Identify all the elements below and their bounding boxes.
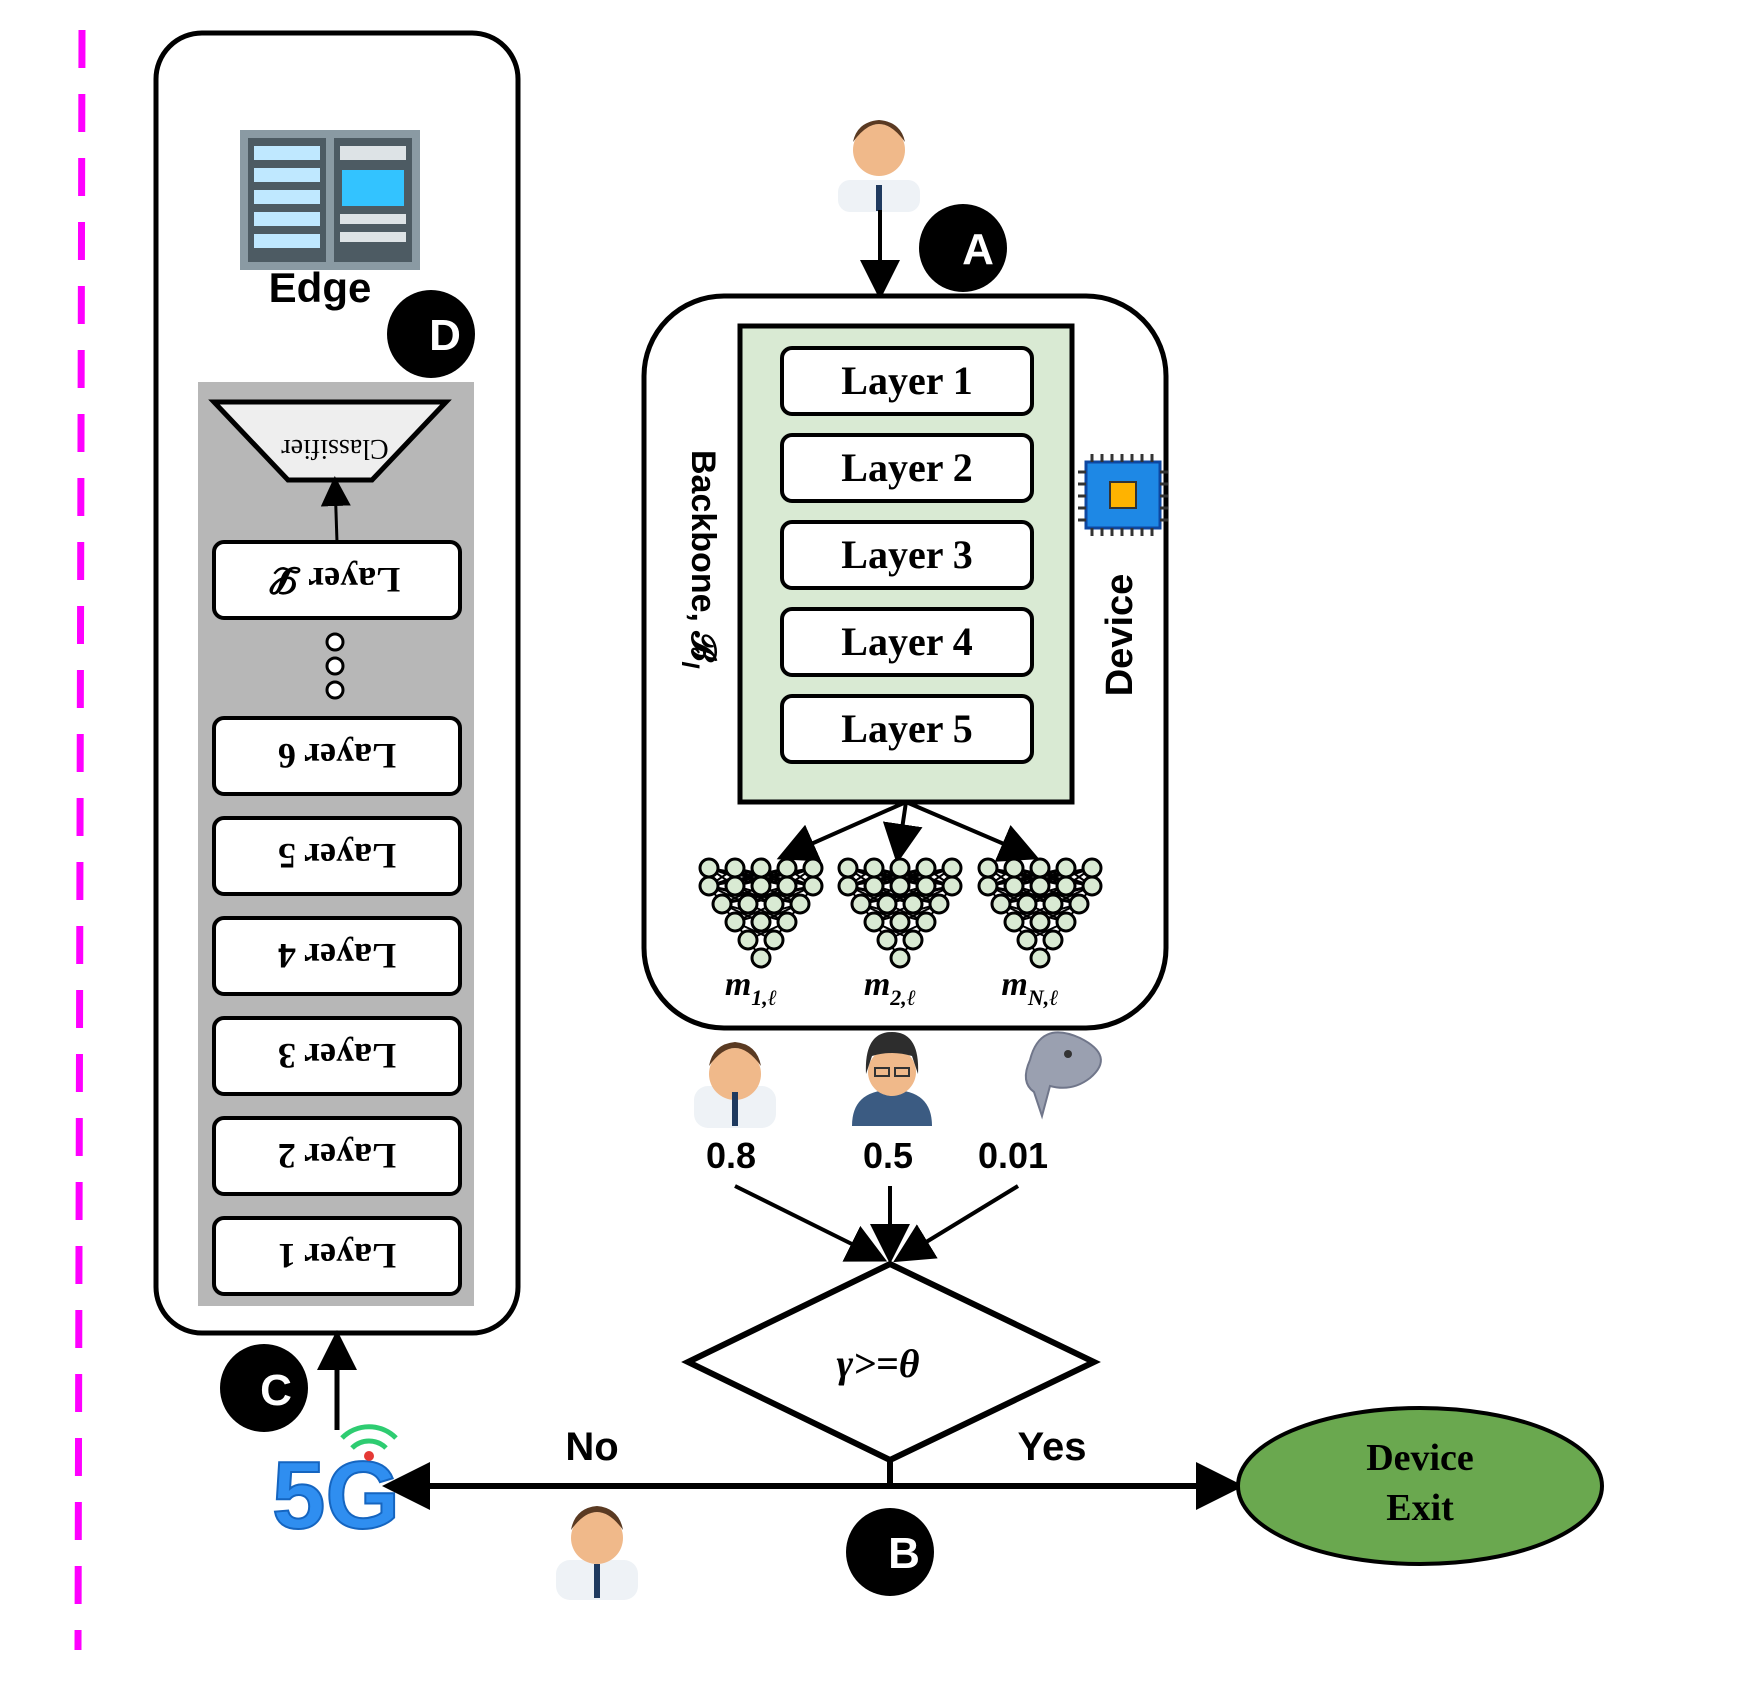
edge-layer-3: Layer 3 (212, 1016, 462, 1096)
edge-layer-5-label: Layer 5 (278, 836, 396, 876)
head-arrow-3 (905, 800, 1040, 862)
device-layer-5-label: Layer 5 (841, 706, 972, 751)
offload-user-icon (556, 1506, 638, 1600)
classifier-head-2: m2,ℓ (837, 857, 963, 1010)
device-layer-4: Layer 4 (780, 607, 1034, 677)
head-arrow-1 (776, 800, 907, 862)
edge-layer-4-label: Layer 4 (278, 936, 396, 976)
edge-classifier: Classifier (208, 399, 452, 483)
device-exit-line2: Exit (1386, 1487, 1454, 1529)
head-1-m: m (725, 966, 751, 1003)
dashed-separator (74, 29, 86, 1651)
edge-layer-1: Layer 1 (212, 1216, 462, 1296)
edge-layer-2: Layer 2 (212, 1116, 462, 1196)
man-avatar-icon (694, 1042, 776, 1128)
5g-logo-text: 5G (272, 1442, 400, 1549)
edge-layer-6-label: Layer 6 (278, 736, 396, 776)
edge-layer-4: Layer 4 (212, 916, 462, 996)
edge-layer-2-label: Layer 2 (278, 1136, 396, 1176)
classifier-head-3-label: mN,ℓ (1001, 966, 1058, 1010)
edge-classifier-arrow (320, 476, 351, 543)
score-arrow-1 (734, 1184, 888, 1262)
device-layer-4-label: Layer 4 (841, 619, 972, 664)
edge-layer-3-label: Layer 3 (278, 1036, 396, 1076)
device-exit: Device Exit (1236, 1406, 1604, 1566)
device-label: Device (1099, 574, 1141, 697)
head-2-m: m (864, 966, 890, 1003)
backbone-label-sub: l (676, 661, 703, 669)
classifier-head-3: mN,ℓ (977, 857, 1103, 1010)
no-label: No (565, 1425, 618, 1469)
classifier-head-2-label: m2,ℓ (864, 966, 916, 1010)
input-user-icon (838, 120, 920, 212)
decision-condition: γ>=θ (837, 1341, 920, 1386)
device-exit-line1: Device (1366, 1437, 1474, 1479)
head-3-m: m (1001, 966, 1027, 1003)
edge-layer-6: Layer 6 (212, 716, 462, 796)
head-arrow-2 (882, 801, 923, 864)
badge-c: C (220, 1344, 308, 1432)
device-layer-2-label: Layer 2 (841, 445, 972, 490)
edge-classifier-label: Classifier (281, 433, 389, 464)
head-2-sub: 2,ℓ (889, 985, 916, 1010)
device-layer-1-label: Layer 1 (841, 358, 972, 403)
fish-icon (1024, 1031, 1102, 1120)
badge-d: D (387, 290, 475, 378)
device-layer-3-label: Layer 3 (841, 532, 972, 577)
badge-b: B (846, 1508, 934, 1596)
chip-icon (1078, 454, 1168, 536)
classifier-head-1: m1,ℓ (698, 857, 824, 1010)
score-3: 0.01 (978, 1135, 1048, 1176)
backbone-label: Backbone, 𝓑l (676, 450, 722, 669)
head-3-sub: N,ℓ (1027, 985, 1059, 1010)
edge-layer-1-label: Layer 1 (278, 1236, 396, 1276)
head-1-sub: 1,ℓ (751, 985, 777, 1010)
score-1: 0.8 (706, 1135, 756, 1176)
classifier-head-1-label: m1,ℓ (725, 966, 777, 1010)
badge-c-label: C (260, 1366, 292, 1415)
badge-a: A (919, 204, 1007, 292)
edge-ellipsis (325, 632, 345, 700)
backbone-label-text: Backbone, 𝓑 (684, 450, 722, 663)
device-layer-5: Layer 5 (780, 694, 1034, 764)
score-arrow-3 (893, 1184, 1020, 1263)
badge-b-label: B (888, 1529, 920, 1578)
edge-title: Edge (269, 264, 372, 311)
badge-d-label: D (429, 311, 461, 360)
device-layer-2: Layer 2 (780, 433, 1034, 503)
5g-icon: 5G (271, 1424, 401, 1550)
device-layer-1: Layer 1 (780, 346, 1034, 416)
edge-layer-5: Layer 5 (212, 816, 462, 896)
score-2: 0.5 (863, 1135, 913, 1176)
woman-avatar-icon (852, 1032, 932, 1126)
badge-a-label: A (962, 225, 994, 274)
edge-layer-last-label: Layer 𝓛 (269, 560, 400, 600)
device-layer-3: Layer 3 (780, 520, 1034, 590)
edge-layer-last: Layer 𝓛 (212, 540, 462, 620)
yes-label: Yes (1018, 1425, 1087, 1469)
server-rack-icon (240, 130, 420, 270)
